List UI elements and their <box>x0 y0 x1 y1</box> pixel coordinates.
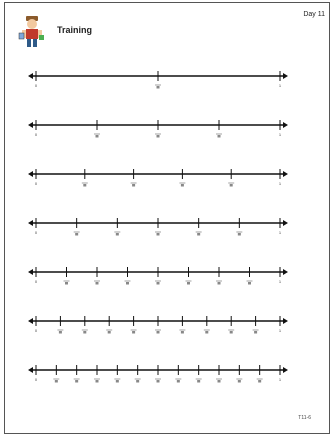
arrow-left-icon <box>28 318 33 324</box>
fraction-denominator-mark <box>157 135 160 138</box>
arrow-right-icon <box>283 73 288 79</box>
fraction-denominator-mark <box>108 331 111 334</box>
fraction-denominator-mark <box>230 184 233 187</box>
fraction-denominator-mark <box>258 380 261 383</box>
fraction-denominator-mark <box>230 331 233 334</box>
fraction-denominator-mark <box>218 282 221 285</box>
fraction-denominator-mark <box>248 282 251 285</box>
fraction-denominator-mark <box>83 184 86 187</box>
arrow-right-icon <box>283 220 288 226</box>
fraction-denominator-mark <box>55 380 58 383</box>
tick-label-zero: 0 <box>35 181 38 186</box>
fraction-denominator-mark <box>218 380 221 383</box>
tick-label-zero: 0 <box>35 83 38 88</box>
fraction-denominator-mark <box>83 331 86 334</box>
fraction-denominator-mark <box>157 331 160 334</box>
fraction-denominator-mark <box>116 380 119 383</box>
fraction-denominator-mark <box>177 380 180 383</box>
tick-label-zero: 0 <box>35 132 38 137</box>
arrow-left-icon <box>28 367 33 373</box>
arrow-left-icon <box>28 73 33 79</box>
fraction-denominator-mark <box>197 233 200 236</box>
fraction-denominator-mark <box>59 331 62 334</box>
fraction-denominator-mark <box>75 233 78 236</box>
fraction-denominator-mark <box>96 380 99 383</box>
fraction-denominator-mark <box>157 380 160 383</box>
fraction-denominator-mark <box>205 331 208 334</box>
arrow-right-icon <box>283 122 288 128</box>
fraction-denominator-mark <box>218 135 221 138</box>
tick-label-one: 1 <box>279 377 282 382</box>
fraction-denominator-mark <box>136 380 139 383</box>
arrow-right-icon <box>283 171 288 177</box>
fraction-denominator-mark <box>126 282 129 285</box>
arrow-right-icon <box>283 367 288 373</box>
fraction-denominator-mark <box>132 184 135 187</box>
tick-label-zero: 0 <box>35 279 38 284</box>
arrow-left-icon <box>28 220 33 226</box>
fraction-denominator-mark <box>157 86 160 89</box>
tick-label-one: 1 <box>279 328 282 333</box>
arrow-right-icon <box>283 318 288 324</box>
fraction-denominator-mark <box>116 233 119 236</box>
tick-label-zero: 0 <box>35 230 38 235</box>
tick-label-zero: 0 <box>35 377 38 382</box>
fraction-denominator-mark <box>181 184 184 187</box>
fraction-denominator-mark <box>187 282 190 285</box>
arrow-left-icon <box>28 171 33 177</box>
fraction-denominator-mark <box>132 331 135 334</box>
tick-label-one: 1 <box>279 230 282 235</box>
fraction-denominator-mark <box>181 331 184 334</box>
arrow-right-icon <box>283 269 288 275</box>
fraction-denominator-mark <box>96 282 99 285</box>
fraction-denominator-mark <box>157 233 160 236</box>
fraction-denominator-mark <box>75 380 78 383</box>
arrow-left-icon <box>28 269 33 275</box>
tick-label-one: 1 <box>279 83 282 88</box>
tick-label-one: 1 <box>279 181 282 186</box>
fraction-denominator-mark <box>197 380 200 383</box>
tick-label-one: 1 <box>279 132 282 137</box>
number-lines-group: 0 1 0 1 0 1 0 1 0 1 0 1 0 1 <box>5 3 331 435</box>
fraction-denominator-mark <box>254 331 257 334</box>
tick-label-zero: 0 <box>35 328 38 333</box>
fraction-denominator-mark <box>65 282 68 285</box>
fraction-denominator-mark <box>157 282 160 285</box>
tick-label-one: 1 <box>279 279 282 284</box>
fraction-denominator-mark <box>96 135 99 138</box>
arrow-left-icon <box>28 122 33 128</box>
fraction-denominator-mark <box>238 380 241 383</box>
fraction-denominator-mark <box>238 233 241 236</box>
